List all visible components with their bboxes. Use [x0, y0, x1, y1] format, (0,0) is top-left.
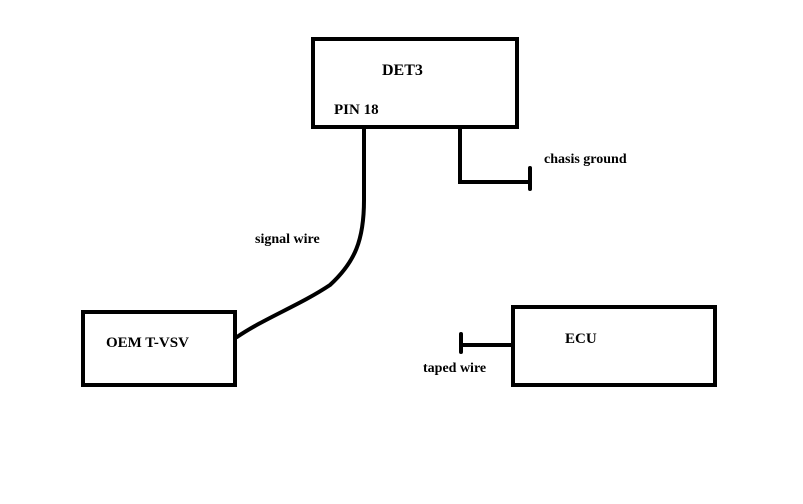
det3-module: DET3 PIN 18: [311, 37, 519, 129]
det3-box: [311, 37, 519, 129]
ecu-label: ECU: [565, 331, 597, 347]
signal-wire: [235, 127, 366, 339]
taped-wire-connection: taped wire: [423, 332, 513, 376]
det3-label: DET3: [382, 62, 423, 79]
ecu-box: [511, 305, 717, 387]
chassis-ground-connection: chasis ground: [458, 127, 627, 191]
ecu-module: ECU: [511, 305, 717, 387]
oem-tvsv-module: OEM T-VSV: [81, 310, 237, 387]
chassis-ground-wire: [458, 127, 532, 184]
det3-pin-label: PIN 18: [334, 102, 379, 118]
oem-tvsv-box: [81, 310, 237, 387]
signal-wire-label: signal wire: [255, 232, 320, 247]
oem-tvsv-label: OEM T-VSV: [106, 335, 189, 351]
taped-wire-label: taped wire: [423, 361, 486, 376]
chassis-ground-label: chasis ground: [544, 152, 627, 167]
